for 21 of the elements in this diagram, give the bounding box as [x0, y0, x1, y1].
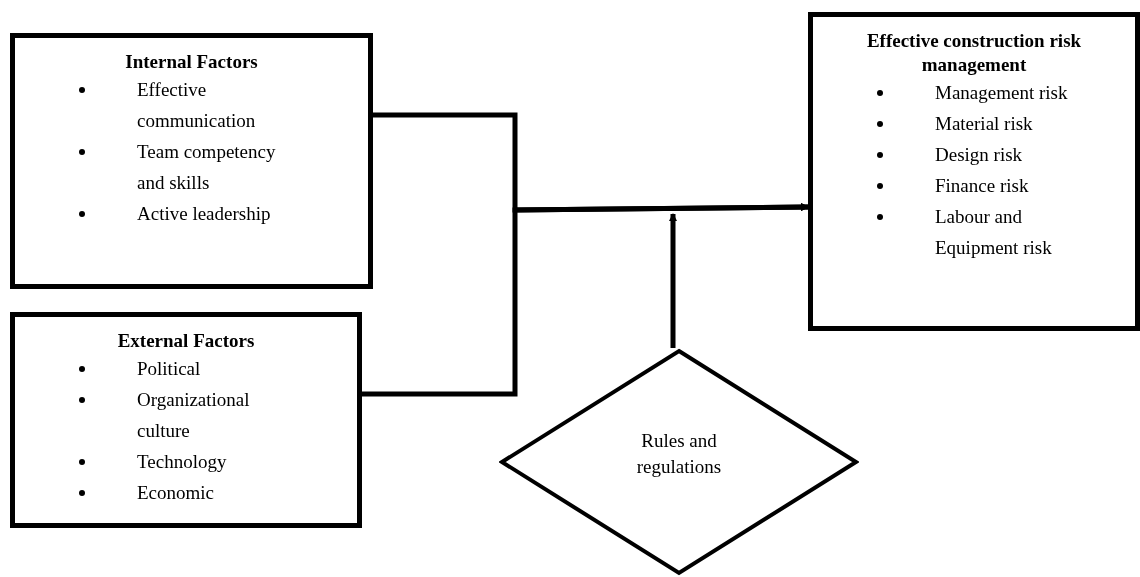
bullet-item: Technology — [137, 450, 228, 474]
bullet-item: Organizational culture — [137, 388, 251, 443]
bullet-item: Active leadership — [137, 202, 272, 226]
connector-arrow — [669, 213, 677, 348]
bullet-item: Political — [137, 357, 202, 381]
box-heading: Internal Factors — [124, 50, 259, 74]
bullet-item: Economic — [137, 481, 216, 505]
bullet-item: Management risk — [935, 81, 1069, 105]
bullet-item: Finance risk — [935, 174, 1030, 198]
factor-box — [10, 312, 362, 528]
box-heading: Effective construction risk management — [865, 29, 1083, 77]
diamond-label: Rules and regulations — [635, 429, 723, 479]
bullet-item: Design risk — [935, 143, 1024, 167]
factor-box — [10, 33, 373, 289]
bullet-item: Effective communication — [137, 78, 257, 133]
bullet-item: Team competency and skills — [137, 140, 277, 195]
factor-box — [808, 12, 1140, 331]
bullet-item: Material risk — [935, 112, 1034, 136]
bullet-item: Labour and Equipment risk — [935, 205, 1053, 260]
connector-arrow — [362, 203, 809, 397]
box-heading: External Factors — [116, 329, 256, 353]
